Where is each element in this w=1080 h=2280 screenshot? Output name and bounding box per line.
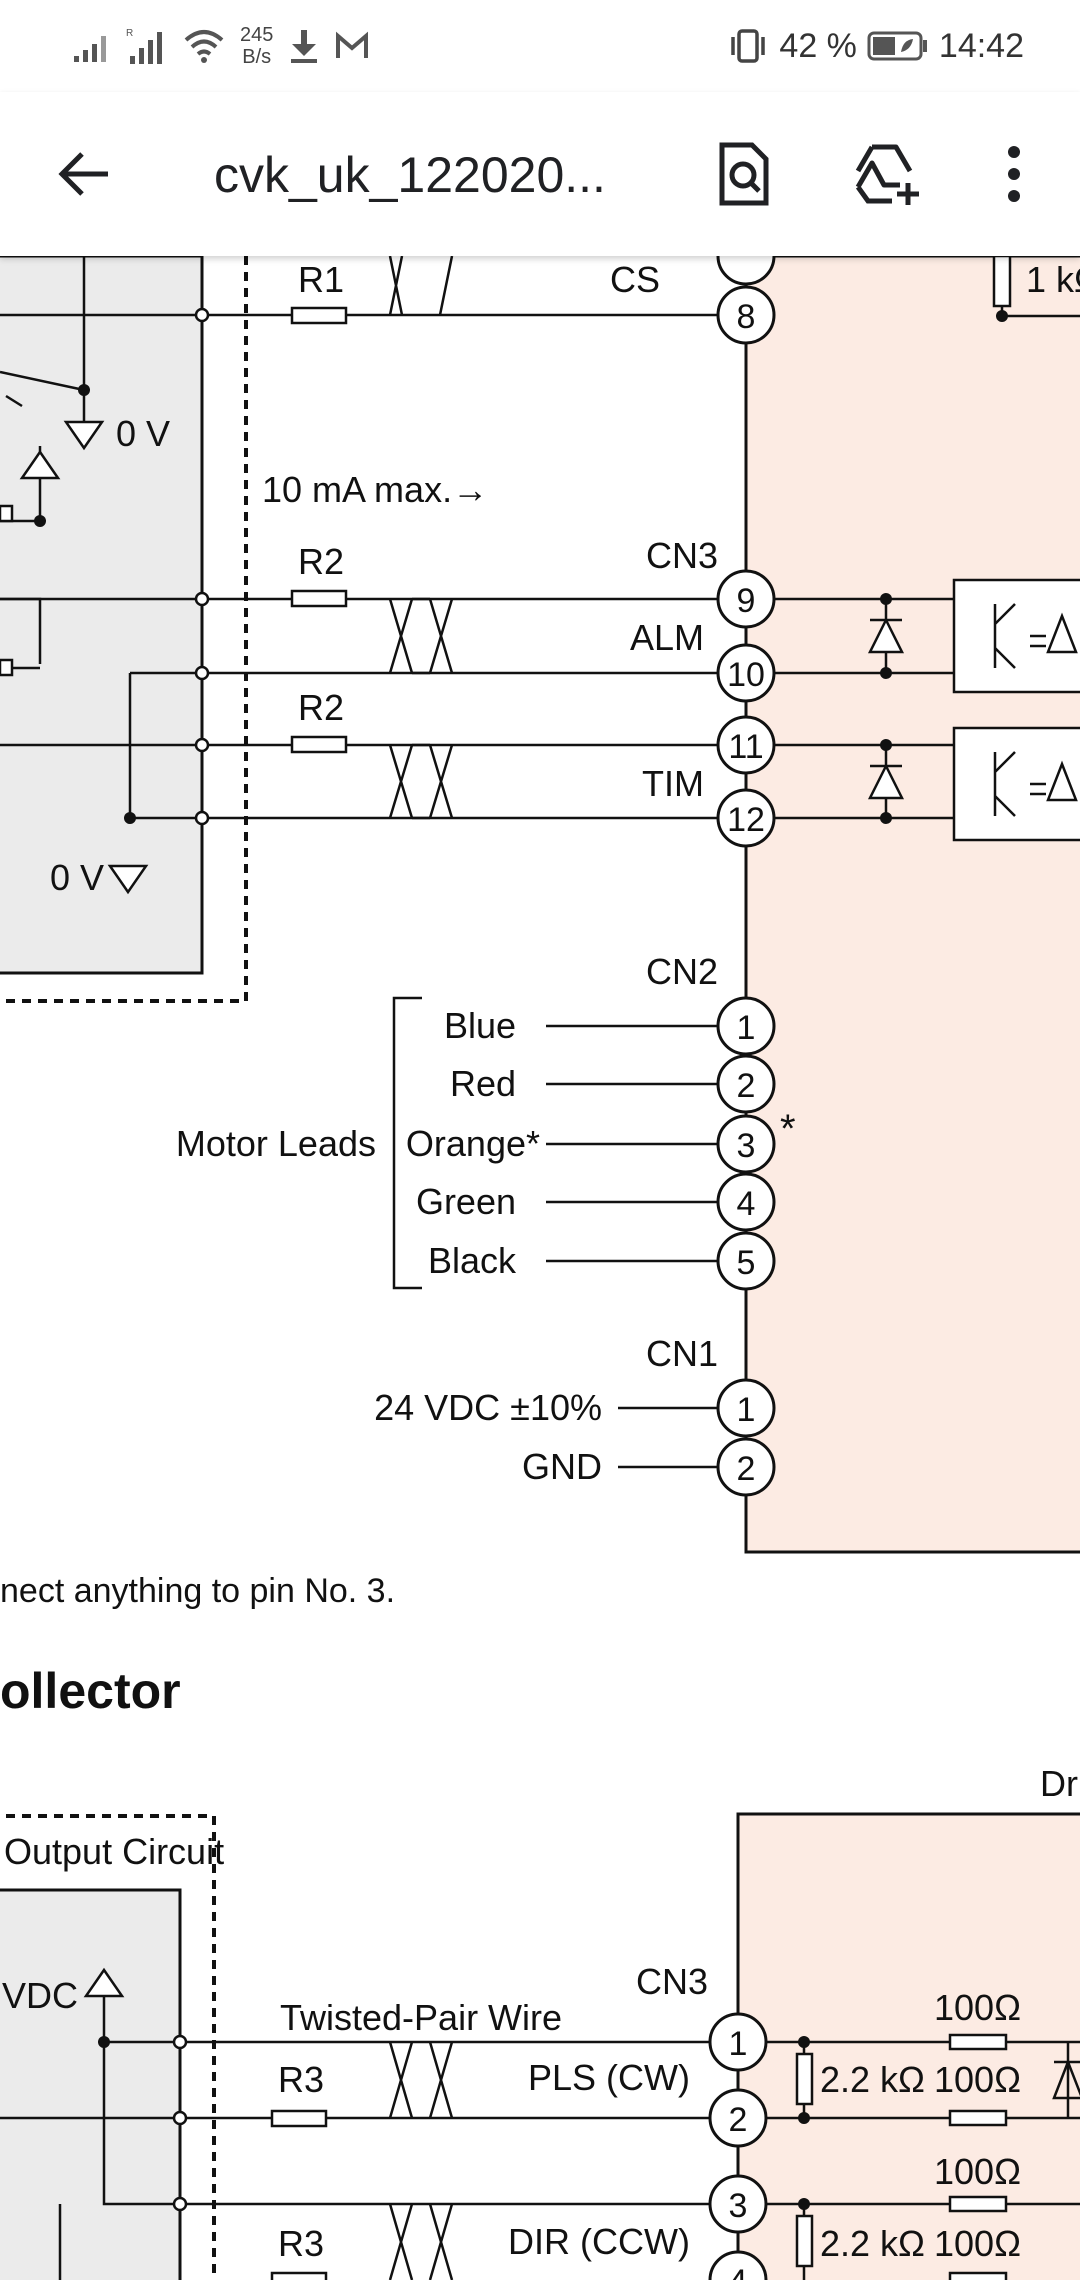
pin-3-asterisk: *: [780, 1107, 796, 1151]
signal-roaming-icon: R: [126, 28, 162, 64]
cn2-pin-4: 4: [737, 1185, 756, 1223]
footnote: nect anything to pin No. 3.: [0, 1572, 395, 1610]
res-100-label-d: 100Ω: [934, 2223, 1021, 2264]
signal-icon: [74, 36, 106, 62]
wifi-icon: [184, 30, 224, 63]
cn1-pin-1: 1: [737, 1391, 756, 1429]
app-bar: cvk_uk_122020...: [0, 92, 1080, 256]
motor-leads-bracket: [392, 996, 422, 1290]
cn2-label: CN2: [646, 951, 718, 992]
cn3-label-2: CN3: [636, 1961, 708, 2002]
document-title: cvk_uk_122020...: [214, 147, 606, 203]
res-100-label-a: 100Ω: [934, 1987, 1021, 2028]
driver-block-2: [736, 1812, 1080, 2280]
gnd-label: GND: [522, 1446, 602, 1487]
back-button[interactable]: [44, 138, 124, 210]
add-to-drive-button[interactable]: [848, 136, 924, 212]
res-100-label-b: 100Ω: [934, 2059, 1021, 2100]
document-viewer[interactable]: 8 9 10 11 12 1 2 3 4 5 1 2 CS R1 1 kΩ 0 …: [0, 256, 1080, 2280]
controller-block-2: [0, 1888, 182, 2280]
wiring-diagram: 8 9 10 11 12 1 2 3 4 5 1 2 CS R1 1 kΩ 0 …: [0, 256, 1080, 2280]
cn3-label: CN3: [646, 535, 718, 576]
cn3-pin-4: 4: [729, 2263, 748, 2280]
zero-v-label-a: 0 V: [116, 413, 170, 454]
supply-label: 24 VDC ±10%: [374, 1387, 602, 1428]
cn2-pin-3: 3: [737, 1127, 756, 1165]
pin-9-label: 9: [737, 582, 756, 620]
output-circuit-dashed-border: [0, 1814, 216, 2280]
r3-label-a: R3: [278, 2059, 324, 2100]
driver-label: Dr: [1040, 1763, 1078, 1804]
status-bar: R 245 B/s 42 %: [0, 0, 1080, 92]
zero-v-label-b: 0 V: [50, 857, 104, 898]
network-speed: 245 B/s: [240, 24, 273, 68]
pin-8-label: 8: [737, 298, 756, 336]
battery-percent: 42 %: [779, 26, 857, 65]
controller-dashed-border: [0, 256, 248, 1003]
pin-11-label: 11: [728, 728, 763, 766]
lead-black: Black: [428, 1240, 517, 1281]
r2-label-a: R2: [298, 541, 344, 582]
tim-label: TIM: [642, 763, 704, 804]
cn2-pin-1: 1: [737, 1009, 756, 1047]
r3-label-b: R3: [278, 2223, 324, 2264]
vdc-label: - VDC: [0, 1975, 78, 2016]
alm-label: ALM: [630, 617, 704, 658]
section-heading: ollector: [0, 1663, 181, 1719]
dir-label: DIR (CCW): [508, 2221, 690, 2262]
find-in-document-icon: [719, 142, 769, 206]
more-vert-icon: [1008, 146, 1020, 202]
lead-blue: Blue: [444, 1005, 516, 1046]
pin-12-label: 12: [727, 801, 765, 839]
gmail-icon: [336, 31, 369, 58]
motor-leads-label: Motor Leads: [176, 1123, 376, 1164]
network-speed-value: 245: [240, 24, 274, 46]
resistor-1k-label: 1 kΩ: [1026, 259, 1080, 300]
controller-block: [0, 256, 204, 975]
battery-icon: [867, 31, 927, 61]
cn3-pin-2: 2: [729, 2101, 748, 2139]
r1-label: R1: [298, 259, 344, 300]
cs-label: CS: [610, 259, 660, 300]
res-2k2-label-a: 2.2 kΩ: [820, 2059, 925, 2100]
add-to-drive-icon: [855, 144, 919, 205]
driver-block: [744, 256, 1080, 1554]
find-in-document-button[interactable]: [706, 136, 782, 212]
cn1-pin-2: 2: [737, 1450, 756, 1488]
download-icon: [291, 30, 318, 63]
lead-red: Red: [450, 1063, 516, 1104]
cn1-label: CN1: [646, 1333, 718, 1374]
twisted-pair-label: Twisted-Pair Wire: [280, 1997, 562, 2038]
current-note: 10 mA max.→: [262, 469, 488, 510]
arrow-back-icon: [58, 152, 108, 196]
clock: 14:42: [938, 26, 1024, 65]
cn2-pin-5: 5: [737, 1244, 756, 1282]
cn3-pin-3: 3: [729, 2187, 748, 2225]
more-options-button[interactable]: [976, 136, 1052, 212]
output-circuit-label: Output Circuit: [4, 1831, 224, 1872]
svg-text:R: R: [126, 28, 133, 39]
cn3-pin-1: 1: [729, 2025, 748, 2063]
lead-green: Green: [416, 1181, 516, 1222]
network-speed-unit: B/s: [242, 46, 272, 68]
lead-orange: Orange*: [406, 1123, 540, 1164]
vibrate-icon: [731, 29, 766, 63]
res-100-label-c: 100Ω: [934, 2151, 1021, 2192]
r2-label-b: R2: [298, 687, 344, 728]
pin-10-label: 10: [727, 656, 765, 694]
cn2-pin-2: 2: [737, 1067, 756, 1105]
res-2k2-label-b: 2.2 kΩ: [820, 2223, 925, 2264]
pls-label: PLS (CW): [528, 2057, 690, 2098]
